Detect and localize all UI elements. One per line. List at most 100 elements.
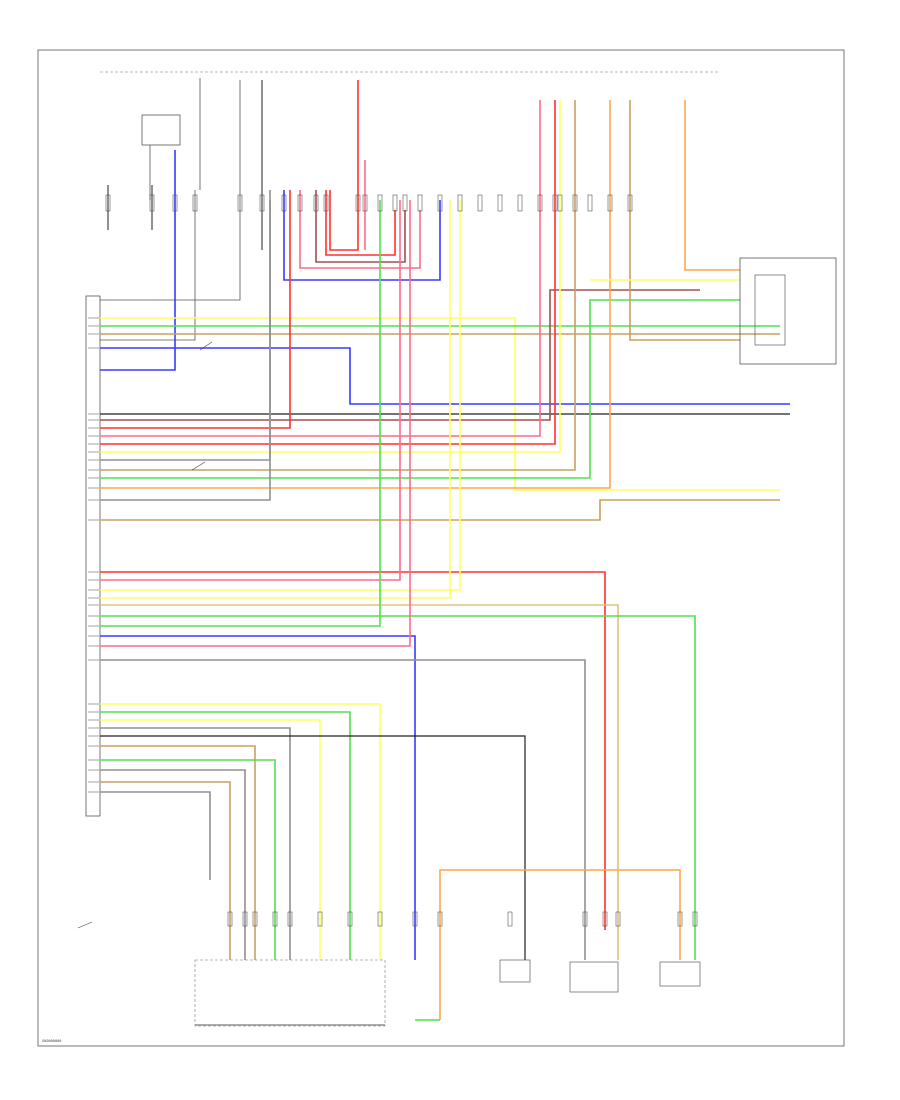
wire-pink-mid	[100, 200, 401, 581]
harness-loop-red	[325, 190, 396, 256]
harness-loop-brown	[315, 190, 406, 263]
wire-gray-low-2	[100, 769, 246, 960]
wire-gray-2	[100, 200, 271, 501]
main-relay	[141, 114, 181, 146]
wire-harness	[100, 78, 790, 1026]
top-connector-26	[587, 194, 593, 212]
wire-green-2	[100, 299, 740, 479]
wire-blue-1	[100, 347, 790, 405]
top-connector-11	[355, 194, 361, 212]
bottom-switch-group	[194, 959, 386, 1027]
switch-symbol-c	[77, 921, 93, 929]
bottom-connector-15	[677, 911, 683, 927]
switch-symbol-b	[191, 461, 206, 471]
bottom-sensor-a	[499, 959, 531, 983]
wire-orange-right	[684, 100, 740, 271]
fuse-feed-c	[100, 80, 241, 301]
top-connector-13	[377, 194, 383, 212]
bottom-connector-3	[252, 911, 258, 927]
wire-red-1	[100, 190, 291, 429]
harness-loop-blue	[283, 190, 441, 281]
bottom-connector-6	[317, 911, 323, 927]
top-connector-24	[557, 194, 563, 212]
wire-gray-low-3	[100, 791, 211, 880]
wire-pink-mid-2	[100, 200, 411, 647]
wire-tan-low	[100, 745, 256, 960]
relay-black-wire	[100, 190, 196, 341]
top-connector-14	[392, 194, 398, 212]
harness-loop-pink	[299, 190, 421, 269]
top-connector-5	[237, 194, 243, 212]
sensor-module-right-inner	[754, 274, 786, 346]
red-feed-top	[329, 80, 359, 251]
bottom-connector-9	[412, 911, 418, 927]
top-connector-2	[149, 194, 155, 212]
top-connector-7	[281, 194, 287, 212]
top-connector-15	[402, 194, 408, 212]
wire-green-low-2	[100, 759, 276, 960]
bottom-connector-7	[347, 911, 353, 927]
bottom-connector-5	[287, 911, 293, 927]
top-connector-17	[437, 194, 443, 212]
top-connector-27	[607, 194, 613, 212]
bottom-connector-16	[692, 911, 698, 927]
top-connector-9	[313, 194, 319, 212]
bottom-connector-8	[377, 911, 383, 927]
top-connector-8	[297, 194, 303, 212]
wire-yellow-mid-2	[100, 200, 451, 599]
diagram-frame	[37, 49, 845, 1047]
wire-green-mid	[100, 615, 696, 960]
top-connector-23	[552, 194, 558, 212]
top-connector-20	[497, 194, 503, 212]
wire-yellow-low	[100, 703, 381, 960]
connector-pins	[88, 194, 698, 927]
switch-symbol-a	[199, 341, 213, 351]
top-connector-19	[477, 194, 483, 212]
wire-red-2	[100, 100, 556, 445]
top-connector-28	[627, 194, 633, 212]
wire-blue-mid	[100, 635, 416, 960]
sensor-module-right	[739, 257, 837, 365]
wire-tan-2	[100, 100, 576, 471]
wire-brown-1	[100, 289, 700, 421]
bottom-connector-2	[242, 911, 248, 927]
wire-orange-1	[100, 100, 611, 489]
wire-tan-right	[629, 100, 740, 341]
top-connector-16	[417, 194, 423, 212]
bottom-connector-1	[227, 911, 233, 927]
engine-control-module-outline	[85, 295, 101, 817]
bottom-connector-14	[615, 911, 621, 927]
wire-yellow-mid-1	[100, 200, 461, 591]
top-connector-3	[172, 194, 178, 212]
bottom-sensor-c	[659, 961, 701, 987]
top-connector-6	[259, 194, 265, 212]
top-connector-18	[457, 194, 463, 212]
bottom-sensor-b	[569, 961, 619, 993]
wire-tan-mid	[100, 604, 619, 960]
top-connector-22	[537, 194, 543, 212]
wire-green-low	[100, 711, 351, 960]
bottom-connector-13	[602, 911, 608, 927]
wire-violet-low	[100, 719, 321, 960]
footer-code: G00000000	[42, 1039, 61, 1043]
bottom-connector-11	[507, 911, 513, 927]
wire-tan-3	[100, 499, 780, 521]
top-connector-1	[105, 194, 111, 212]
wire-pink-1	[100, 100, 541, 437]
wire-black-low	[100, 735, 526, 960]
top-connector-4	[192, 194, 198, 212]
wire-green-mid-2	[100, 200, 381, 627]
top-connector-21	[517, 194, 523, 212]
top-connector-10	[323, 194, 329, 212]
bottom-connector-10	[437, 911, 443, 927]
wire-red-mid	[100, 571, 606, 930]
wire-gray-low	[100, 727, 291, 960]
bottom-connector-4	[272, 911, 278, 927]
wire-orange-bottom	[439, 869, 681, 1020]
top-connector-12	[362, 194, 368, 212]
wire-tan-low-2	[100, 781, 231, 960]
wire-yellow-2	[100, 100, 561, 453]
top-connector-25	[572, 194, 578, 212]
relay-blue-wire	[100, 150, 176, 371]
